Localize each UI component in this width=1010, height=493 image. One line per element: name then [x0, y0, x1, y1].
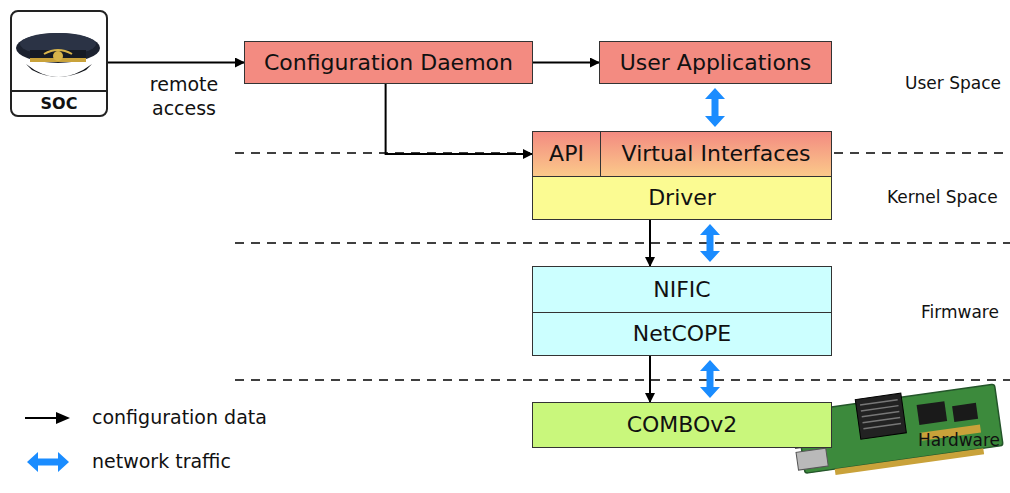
box-label: Virtual Interfaces — [622, 141, 811, 166]
traffic-arrow — [705, 88, 725, 127]
traffic-arrow — [700, 224, 720, 262]
box-label: Configuration Daemon — [264, 50, 513, 75]
box-label: NetCOPE — [633, 321, 731, 346]
layer-separators — [235, 153, 1010, 380]
separator-line — [834, 152, 1010, 154]
process-box: Configuration Daemon — [244, 41, 533, 84]
legend-label: network traffic — [92, 450, 231, 472]
separator-line — [235, 242, 1010, 244]
separator-line — [235, 379, 1010, 381]
hardware-box: COMBOv2 — [532, 402, 832, 448]
legend-config-arrow — [25, 412, 70, 424]
process-box: User Applications — [599, 41, 832, 84]
legend-traffic-arrow — [27, 452, 69, 472]
operator-card: SOC — [10, 10, 108, 117]
firmware-box: NIFIC — [532, 266, 832, 313]
box-label: Driver — [648, 185, 716, 210]
driver-box: Driver — [532, 176, 832, 220]
layer-label: Hardware — [918, 430, 1000, 450]
config-arrow — [533, 62, 599, 64]
box-label: COMBOv2 — [627, 412, 738, 437]
box-label: API — [549, 141, 584, 166]
legend-label: configuration data — [92, 406, 267, 428]
officer-cap — [16, 33, 100, 77]
interface-box: Virtual Interfaces — [600, 131, 832, 177]
traffic-arrow — [700, 360, 720, 398]
config-arrow — [386, 84, 532, 154]
layer-label: User Space — [905, 73, 1001, 93]
firmware-box: NetCOPE — [532, 312, 832, 356]
box-label: NIFIC — [653, 277, 710, 302]
operator-label: SOC — [12, 90, 106, 115]
api-box: API — [532, 131, 601, 177]
card-ground — [11, 11, 107, 116]
config-arrow — [649, 220, 651, 266]
layer-label: Kernel Space — [887, 187, 998, 207]
edge-label: remote access — [142, 72, 226, 121]
config-arrow — [108, 62, 244, 64]
box-label: User Applications — [620, 50, 812, 75]
layer-label: Firmware — [921, 302, 999, 322]
config-arrow — [649, 356, 651, 402]
